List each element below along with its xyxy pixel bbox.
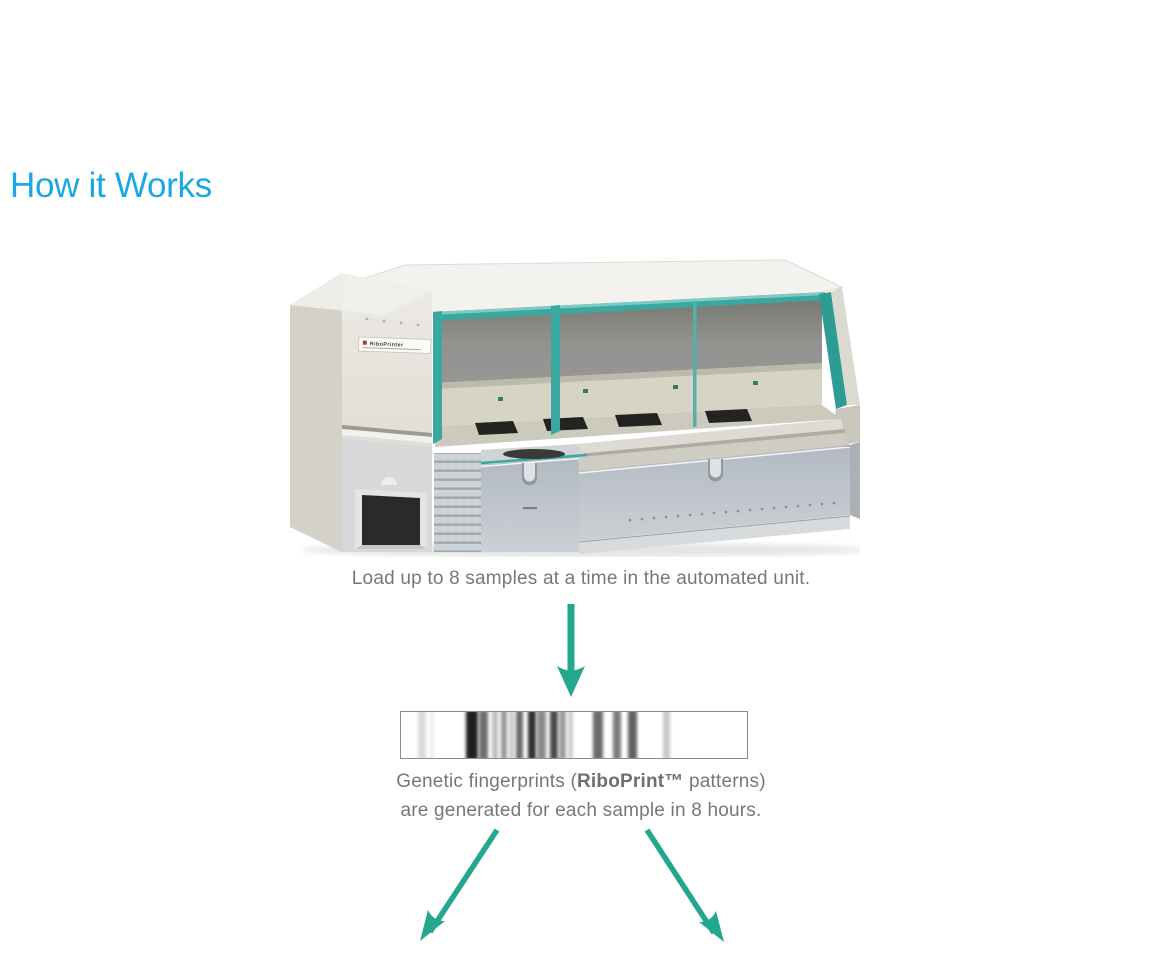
riboprinter-machine-image: RiboPrinter [285, 257, 870, 557]
fingerprint-bar [536, 712, 546, 758]
fingerprint-bar [568, 712, 573, 758]
machine-caption: Load up to 8 samples at a time in the au… [351, 568, 811, 589]
fingerprint-caption-line1: Genetic fingerprints (RiboPrint™ pattern… [396, 771, 766, 792]
fingerprint-bar [613, 712, 621, 758]
fingerprint-bar [528, 712, 537, 758]
fingerprint-bar [466, 712, 478, 758]
fingerprint-bar [663, 712, 671, 758]
riboprinter-illustration: RiboPrinter [290, 259, 870, 557]
fingerprint-bar [417, 712, 426, 758]
fingerprint-bar [559, 712, 567, 758]
fingerprint-bar [491, 712, 498, 758]
fingerprint-pattern [400, 711, 748, 759]
fingerprint-bar [550, 712, 559, 758]
fingerprint-bar [509, 712, 514, 758]
fingerprint-bar [478, 712, 489, 758]
down-arrow-icon [557, 604, 585, 697]
down-right-arrow-icon [644, 828, 724, 942]
fingerprint-bar [593, 712, 603, 758]
page-title: How it Works [10, 166, 212, 205]
riboprint-trademark: RiboPrint™ [577, 771, 684, 792]
fingerprint-caption-line2: are generated for each sample in 8 hours… [400, 799, 762, 821]
fingerprint-bar [429, 712, 434, 758]
fingerprint-caption: Genetic fingerprints (RiboPrint™ pattern… [0, 768, 1162, 825]
fingerprint-bar [627, 712, 637, 758]
machine-label: RiboPrinter [358, 336, 432, 354]
fingerprint-bar [500, 712, 507, 758]
down-left-arrow-icon [420, 828, 500, 941]
fingerprint-bar [516, 712, 524, 758]
svg-text:RiboPrinter: RiboPrinter [370, 341, 404, 348]
split-arrows [420, 828, 724, 942]
